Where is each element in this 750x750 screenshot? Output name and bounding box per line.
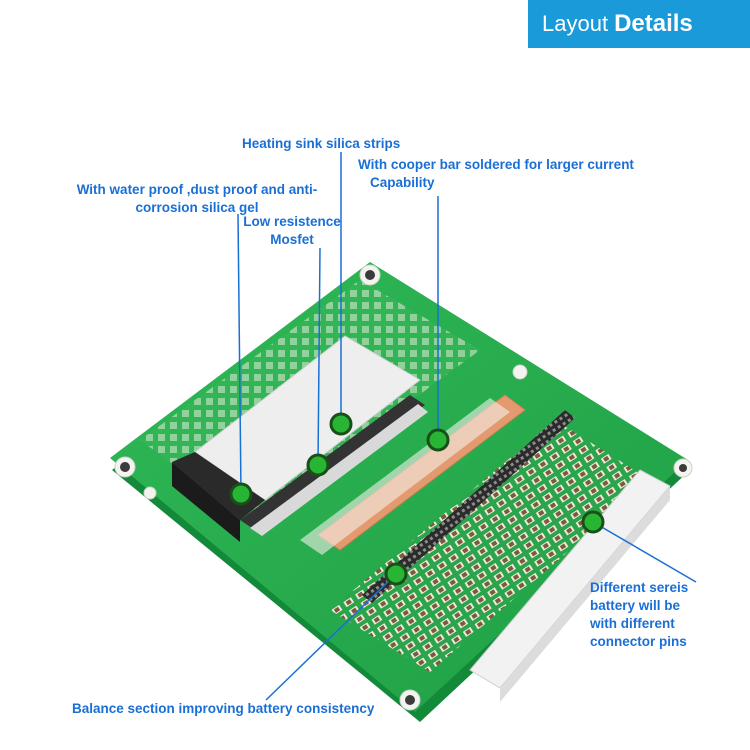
label-copper-line2: Capability <box>370 175 435 190</box>
balance-resistor-array <box>330 420 650 672</box>
header-word-layout: Layout <box>542 11 609 36</box>
label-series-line3: with different <box>590 616 675 631</box>
label-series-line4: connector pins <box>590 634 687 649</box>
label-mosfet-line2: Mosfet <box>270 232 314 247</box>
label-series-line1: Different sereis <box>590 580 689 595</box>
layout-details-header: Layout Details <box>528 0 750 48</box>
annotation-leaders <box>237 152 697 701</box>
pin-header <box>362 410 575 603</box>
label-series-line2: battery will be <box>590 598 681 613</box>
annotation-markers <box>229 412 605 586</box>
label-waterproof-line2: corrosion silica gel <box>135 200 259 215</box>
header-word-details: Details <box>614 10 693 37</box>
balance-connector <box>469 469 671 702</box>
label-mosfet: Low resistence Mosfet <box>236 213 348 249</box>
label-balance-section: Balance section improving battery consis… <box>72 701 375 716</box>
label-waterproof-line1: With water proof ,dust proof and anti- <box>76 182 318 197</box>
label-heating-sink: Heating sink silica strips <box>242 136 401 151</box>
mosfet-row <box>240 395 428 536</box>
label-copper-line1: With cooper bar soldered for larger curr… <box>358 157 634 172</box>
label-copper-bar: With cooper bar soldered for larger curr… <box>358 156 634 192</box>
label-waterproof: With water proof ,dust proof and anti- c… <box>62 181 332 217</box>
label-mosfet-line1: Low resistence <box>243 214 341 229</box>
label-connector-pins: Different sereis battery will be with di… <box>590 579 688 651</box>
